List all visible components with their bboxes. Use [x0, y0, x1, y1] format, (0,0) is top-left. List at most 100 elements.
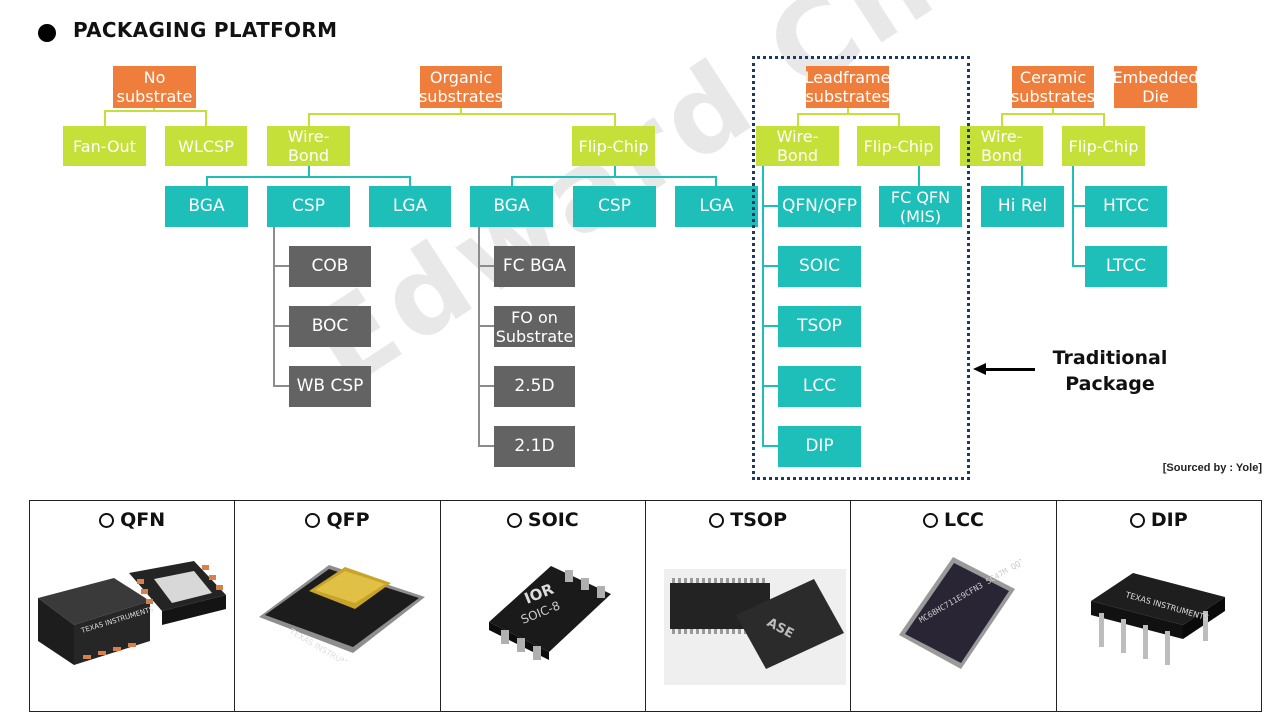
- node-boc: BOC: [289, 306, 371, 347]
- connector: [206, 176, 411, 178]
- category-organic-substrates: Organic substrates: [418, 66, 504, 108]
- lcc-chip-photo: MC68HC711E9CFN3 5C47M QQTU9348: [899, 551, 1021, 669]
- node-organic-flip-chip: Flip-Chip: [572, 126, 655, 166]
- package-cell-tsop: TSOP ASE: [646, 501, 852, 711]
- connector: [104, 110, 106, 126]
- package-label: QFP: [235, 509, 439, 531]
- connector: [797, 113, 799, 126]
- connector: [1103, 113, 1105, 126]
- package-label: SOIC: [441, 509, 645, 531]
- node-wb-lga: LGA: [369, 186, 451, 227]
- connector: [1072, 205, 1085, 207]
- package-label: TSOP: [646, 509, 850, 531]
- package-photo-grid: QFN TEXAS INSTRUMENTS QFP: [29, 500, 1262, 712]
- node-ltcc: LTCC: [1085, 246, 1167, 287]
- traditional-package-frame: [752, 56, 970, 480]
- circle-icon: [1129, 512, 1145, 528]
- connector: [308, 166, 310, 177]
- connector: [762, 445, 778, 447]
- node-fc-lga: LGA: [675, 186, 758, 227]
- node-cob: COB: [289, 246, 371, 287]
- circle-icon: [99, 512, 115, 528]
- connector: [762, 325, 778, 327]
- connector: [460, 108, 462, 114]
- connector: [104, 110, 206, 112]
- node-organic-wire-bond: Wire- Bond: [267, 126, 350, 166]
- node-htcc: HTCC: [1085, 186, 1167, 227]
- package-name: DIP: [1150, 509, 1188, 531]
- connector: [1021, 166, 1023, 186]
- qfn-chip-photo: TEXAS INSTRUMENTS: [38, 561, 226, 665]
- source-note: [Sourced by : Yole]: [1162, 462, 1262, 474]
- connector: [762, 205, 778, 207]
- connector: [273, 325, 289, 327]
- package-cell-qfp: QFP TEXAS INSTRUMENTS: [235, 501, 441, 711]
- connector: [273, 265, 289, 267]
- node-wlcsp: WLCSP: [165, 126, 247, 166]
- node-leadframe-flip-chip: Flip-Chip: [857, 126, 940, 166]
- connector: [153, 108, 155, 112]
- package-cell-soic: SOIC IOR SOIC-8: [441, 501, 646, 711]
- package-label: DIP: [1057, 509, 1261, 531]
- package-name: LCC: [943, 509, 984, 531]
- connector: [762, 385, 778, 387]
- connector: [511, 176, 513, 186]
- circle-icon: [922, 512, 938, 528]
- dip-chip-photo: TEXAS INSTRUMENTS: [1090, 573, 1225, 665]
- package-cell-lcc: LCC MC68HC711E9CFN3 5C47M QQTU9348: [851, 501, 1057, 711]
- connector: [308, 113, 310, 126]
- title-bullet: [38, 24, 56, 42]
- package-label: QFN: [30, 509, 234, 531]
- node-fan-out: Fan-Out: [63, 126, 146, 166]
- circle-icon: [506, 512, 522, 528]
- connector: [273, 227, 275, 387]
- connector: [478, 385, 494, 387]
- connector: [206, 176, 208, 186]
- page-title: PACKAGING PLATFORM: [73, 18, 338, 42]
- node-tsop: TSOP: [778, 306, 861, 347]
- connector: [847, 108, 849, 114]
- package-name: TSOP: [730, 509, 788, 531]
- category-embedded-die: Embedded Die: [1112, 66, 1199, 108]
- circle-icon: [709, 512, 725, 528]
- connector: [1001, 113, 1105, 115]
- connector: [205, 110, 207, 126]
- node-wb-csp-gray: WB CSP: [289, 366, 371, 407]
- connector: [308, 113, 616, 115]
- circle-icon: [305, 512, 321, 528]
- node-hi-rel: Hi Rel: [981, 186, 1064, 227]
- package-cell-dip: DIP TEXAS INSTRUMENTS: [1057, 501, 1261, 711]
- node-fc-bga-gray: FC BGA: [494, 246, 575, 287]
- connector: [918, 166, 920, 186]
- connector: [1072, 166, 1074, 266]
- connector: [511, 176, 717, 178]
- node-qfn-qfp: QFN/QFP: [778, 186, 861, 227]
- connector: [478, 445, 494, 447]
- node-soic: SOIC: [778, 246, 861, 287]
- node-fc-qfn-mis: FC QFN (MIS): [879, 186, 962, 227]
- connector: [614, 166, 616, 177]
- connector: [1072, 265, 1085, 267]
- connector: [614, 113, 616, 126]
- qfp-chip-photo: TEXAS INSTRUMENTS: [259, 565, 426, 661]
- node-2-1d: 2.1D: [494, 426, 575, 467]
- arrow-left-icon: [973, 363, 986, 375]
- connector: [898, 113, 900, 126]
- node-ceramic-flip-chip: Flip-Chip: [1062, 126, 1145, 166]
- connector: [762, 265, 778, 267]
- node-2-5d: 2.5D: [494, 366, 575, 407]
- connector: [762, 166, 764, 446]
- arrow-shaft: [985, 368, 1035, 371]
- package-name: QFP: [326, 509, 370, 531]
- connector: [715, 176, 717, 186]
- category-ceramic-substrates: Ceramic substrates: [1010, 66, 1096, 108]
- connector: [797, 113, 899, 115]
- node-dip: DIP: [778, 426, 861, 467]
- connector: [273, 385, 289, 387]
- connector: [1001, 113, 1003, 126]
- node-lcc: LCC: [778, 366, 861, 407]
- node-wb-bga: BGA: [165, 186, 248, 227]
- node-leadframe-wire-bond: Wire- Bond: [756, 126, 839, 166]
- package-label: LCC: [851, 509, 1055, 531]
- node-fc-bga: BGA: [470, 186, 553, 227]
